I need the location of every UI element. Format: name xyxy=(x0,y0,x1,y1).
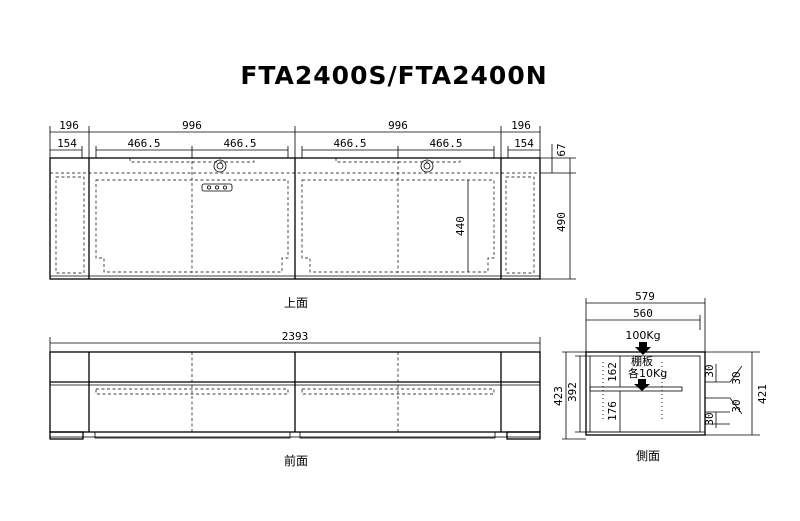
front-view-shelf xyxy=(301,388,495,395)
power-outlet-icon xyxy=(222,185,227,190)
front-view-foot xyxy=(49,431,84,440)
side-view-shelf xyxy=(589,386,683,392)
dim-ticks xyxy=(585,298,706,352)
dim-left-outer: 196 xyxy=(59,119,79,132)
front-view-shelf xyxy=(95,388,289,395)
top-view-label: 上面 xyxy=(284,296,308,310)
dim-depth-total: 490 xyxy=(555,212,568,232)
front-view-label: 前面 xyxy=(284,453,308,468)
dim-lower-space: 176 xyxy=(606,401,619,421)
dim-right-outer: 196 xyxy=(511,119,531,132)
dim-door-2: 466.5 xyxy=(223,137,256,150)
load-arrow-icon xyxy=(634,379,650,391)
side-view-label: 側面 xyxy=(636,449,660,463)
grommet-hole-icon xyxy=(213,159,227,173)
front-view-plinth xyxy=(49,431,541,438)
dim-depth-front: 67 xyxy=(555,143,568,156)
dim-section-2: 996 xyxy=(388,119,408,132)
power-outlet-icon xyxy=(214,185,219,190)
grommet-hole-icon xyxy=(423,162,431,170)
dim-inner-depth: 560 xyxy=(633,307,653,320)
dim-ticks xyxy=(49,337,541,352)
dim-right-inner: 154 xyxy=(514,137,534,150)
dim-body-height: 392 xyxy=(566,382,579,402)
leader-line xyxy=(729,397,743,415)
front-view-base xyxy=(94,431,291,439)
top-view-section-left xyxy=(95,179,289,273)
dim-top-board-a: 30 xyxy=(703,364,716,377)
top-view-right-cabinet xyxy=(505,176,535,274)
dim-bottom-board-a: 30 xyxy=(703,412,716,425)
power-outlet-icon xyxy=(206,185,211,190)
dim-right-height: 421 xyxy=(756,384,769,404)
dim-outer-depth: 579 xyxy=(635,290,655,303)
dim-left-inner: 154 xyxy=(57,137,77,150)
power-outlet-icon xyxy=(201,183,233,192)
dim-total-height: 423 xyxy=(552,386,565,406)
side-view: 579 560 100Kg 棚板 各10Kg 162 176 423 392 3… xyxy=(552,290,769,463)
top-view-left-cabinet xyxy=(55,176,85,274)
dim-upper-space: 162 xyxy=(606,362,619,382)
dim-door-3: 466.5 xyxy=(333,137,366,150)
dim-door-4: 466.5 xyxy=(429,137,462,150)
front-view: 2393 前面 xyxy=(49,330,541,468)
dim-bottom-board-b: 30 xyxy=(730,399,743,412)
top-load-label: 100Kg xyxy=(625,329,660,342)
shelf-label: 棚板 xyxy=(631,354,653,368)
dim-inner-depth: 440 xyxy=(454,216,467,236)
grommet-hole-icon xyxy=(420,159,434,173)
leader-line xyxy=(729,365,743,383)
drawing-title: FTA2400S/FTA2400N xyxy=(240,61,547,90)
load-arrow-icon xyxy=(635,342,651,355)
dim-ticks xyxy=(49,126,541,158)
side-view-outline xyxy=(585,351,706,436)
dim-ticks xyxy=(705,351,760,436)
dim-top-board-b: 30 xyxy=(730,371,743,384)
dim-door-1: 466.5 xyxy=(127,137,160,150)
front-view-base xyxy=(299,431,496,439)
front-view-foot xyxy=(506,431,541,440)
dim-section-1: 996 xyxy=(182,119,202,132)
grommet-hole-icon xyxy=(216,162,224,170)
top-view: 196 996 996 196 154 466.5 466.5 466.5 46… xyxy=(49,119,576,310)
dim-ticks xyxy=(562,351,590,440)
dim-total-width: 2393 xyxy=(282,330,309,343)
shelf-load-label: 各10Kg xyxy=(628,366,667,380)
